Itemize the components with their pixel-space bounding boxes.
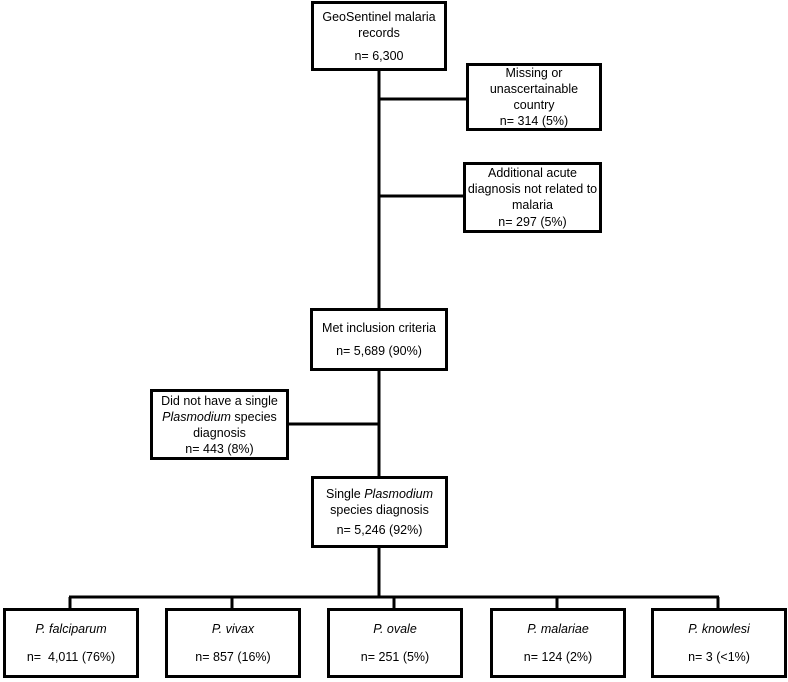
single-line1: Single Plasmodium (326, 486, 433, 502)
species-name: P. falciparum (35, 622, 107, 636)
missing-count: n= 314 (5%) (499, 114, 569, 128)
met-label: Met inclusion criteria (322, 321, 436, 335)
missing-country-box: Missing or unascertainable country n= 31… (466, 63, 602, 131)
missing-line1: Missing or (505, 66, 563, 80)
acute-line2: diagnosis not related to (467, 182, 598, 196)
acute-diagnosis-box: Additional acute diagnosis not related t… (463, 162, 602, 233)
species-count: n= 251 (5%) (360, 650, 430, 664)
species-name: P. malariae (527, 622, 589, 636)
single-genus: Plasmodium (364, 487, 433, 501)
single-line2: species diagnosis (330, 503, 429, 517)
met-criteria-box: Met inclusion criteria n= 5,689 (90%) (310, 308, 448, 371)
species-name: P. ovale (373, 622, 417, 636)
single-count: n= 5,246 (92%) (336, 523, 423, 537)
records-box: GeoSentinel malaria records n= 6,300 (311, 1, 447, 71)
acute-line3: malaria (512, 198, 553, 212)
records-title-line2: records (358, 25, 400, 40)
not-single-species-box: Did not have a single Plasmodium species… (150, 389, 289, 460)
acute-count: n= 297 (5%) (498, 215, 567, 229)
not-single-line2: Plasmodium species (162, 409, 277, 425)
not-single-line3: diagnosis (193, 425, 246, 440)
species-box-falciparum: P. falciparum n= 4,011 (76%) (3, 608, 139, 678)
missing-line2: unascertainable country (489, 82, 579, 112)
species-count: n= 4,011 (76%) (26, 650, 116, 664)
species-box-knowlesi: P. knowlesi n= 3 (<1%) (651, 608, 787, 678)
species-count: n= 3 (<1%) (688, 650, 750, 664)
species-box-ovale: P. ovale n= 251 (5%) (327, 608, 463, 678)
species-count: n= 857 (16%) (195, 650, 271, 664)
records-count: n= 6,300 (354, 48, 404, 63)
species-name: P. vivax (211, 622, 255, 636)
species-box-vivax: P. vivax n= 857 (16%) (165, 608, 301, 678)
not-single-line2-rest: species (230, 409, 277, 424)
species-count: n= 124 (2%) (523, 650, 593, 664)
single-line1-pre: Single (325, 487, 365, 501)
not-single-count: n= 443 (8%) (185, 441, 254, 456)
species-box-malariae: P. malariae n= 124 (2%) (490, 608, 626, 678)
not-single-line1: Did not have a single (161, 393, 278, 408)
acute-line1: Additional acute (488, 166, 577, 180)
met-count: n= 5,689 (90%) (336, 344, 422, 358)
single-species-box: Single Plasmodium species diagnosis n= 5… (311, 476, 448, 548)
species-name: P. knowlesi (688, 622, 750, 636)
not-single-genus: Plasmodium (162, 409, 231, 424)
records-title-line1: GeoSentinel malaria (322, 9, 436, 24)
